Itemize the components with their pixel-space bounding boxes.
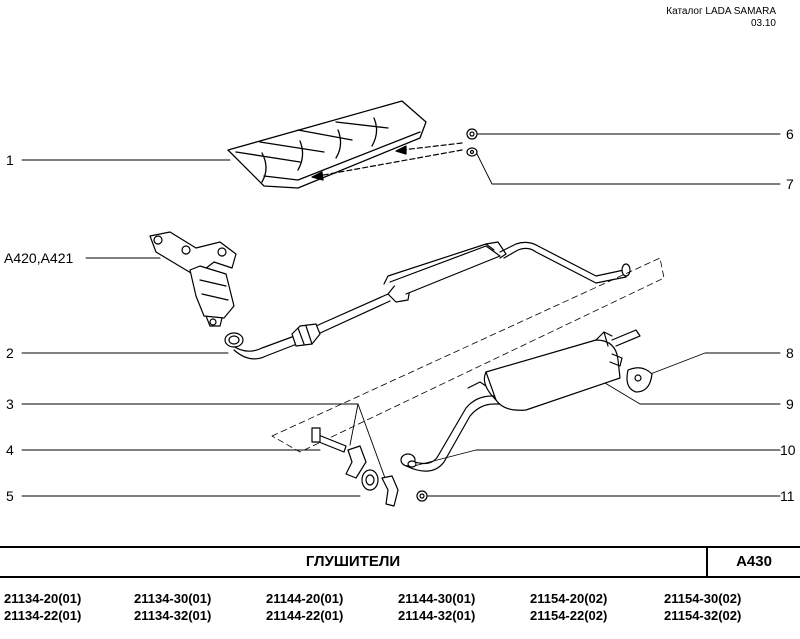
model-code: 21144-22(01) — [266, 608, 344, 623]
nut-11 — [416, 490, 428, 502]
rear-muffler — [400, 329, 641, 472]
gasket-5 — [361, 469, 379, 491]
section-title: ГЛУШИТЕЛИ — [305, 553, 401, 570]
rubber-mount-8 — [626, 367, 653, 393]
callout-8: 8 — [786, 345, 794, 361]
bolt-4 — [311, 427, 347, 453]
callout-10: 10 — [780, 442, 796, 458]
callout-2: 2 — [6, 345, 14, 361]
model-code: 21134-22(01) — [4, 608, 82, 623]
catalog-header: Каталог LADA SAMARA 03.10 — [666, 6, 776, 30]
callout-a420-a421: A420,A421 — [4, 250, 74, 266]
model-code: 21154-20(02) — [530, 591, 608, 606]
arrow-head — [395, 145, 407, 155]
nut-6 — [466, 128, 478, 140]
model-code: 21144-32(01) — [398, 608, 476, 623]
callout-6: 6 — [786, 126, 794, 142]
shield-arrows — [317, 142, 463, 177]
front-pipe — [224, 293, 391, 360]
resonator-pipe — [383, 241, 631, 303]
callout-5: 5 — [6, 488, 14, 504]
model-code: 21154-32(02) — [664, 608, 742, 623]
callout-3: 3 — [6, 396, 14, 412]
callout-9: 9 — [786, 396, 794, 412]
model-code: 21134-32(01) — [134, 608, 212, 623]
model-code: 21134-30(01) — [134, 591, 212, 606]
assembly-outline — [271, 257, 665, 453]
model-code: 21144-30(01) — [398, 591, 476, 606]
callout-7: 7 — [786, 176, 794, 192]
title-bar: ГЛУШИТЕЛИ A430 — [0, 546, 800, 578]
model-code: 21154-30(02) — [664, 591, 742, 606]
model-code: 21134-20(01) — [4, 591, 82, 606]
clamp-3 — [345, 445, 399, 507]
arrow-head — [311, 171, 324, 181]
page-code: A430 — [736, 553, 772, 570]
exhaust-system-diagram — [21, 100, 781, 507]
title-divider — [706, 548, 708, 576]
exhaust-manifold — [149, 231, 237, 327]
callout-1: 1 — [6, 152, 14, 168]
model-code: 21144-20(01) — [266, 591, 344, 606]
callout-11: 11 — [780, 488, 795, 504]
heat-shield — [227, 100, 427, 189]
washer-7 — [466, 147, 478, 157]
catalog-date: 03.10 — [750, 18, 776, 29]
leader-lines — [21, 133, 781, 497]
catalog-name: Каталог LADA SAMARA — [666, 6, 776, 17]
callout-4: 4 — [6, 442, 14, 458]
model-code: 21154-22(02) — [530, 608, 608, 623]
washer-10 — [407, 460, 417, 468]
